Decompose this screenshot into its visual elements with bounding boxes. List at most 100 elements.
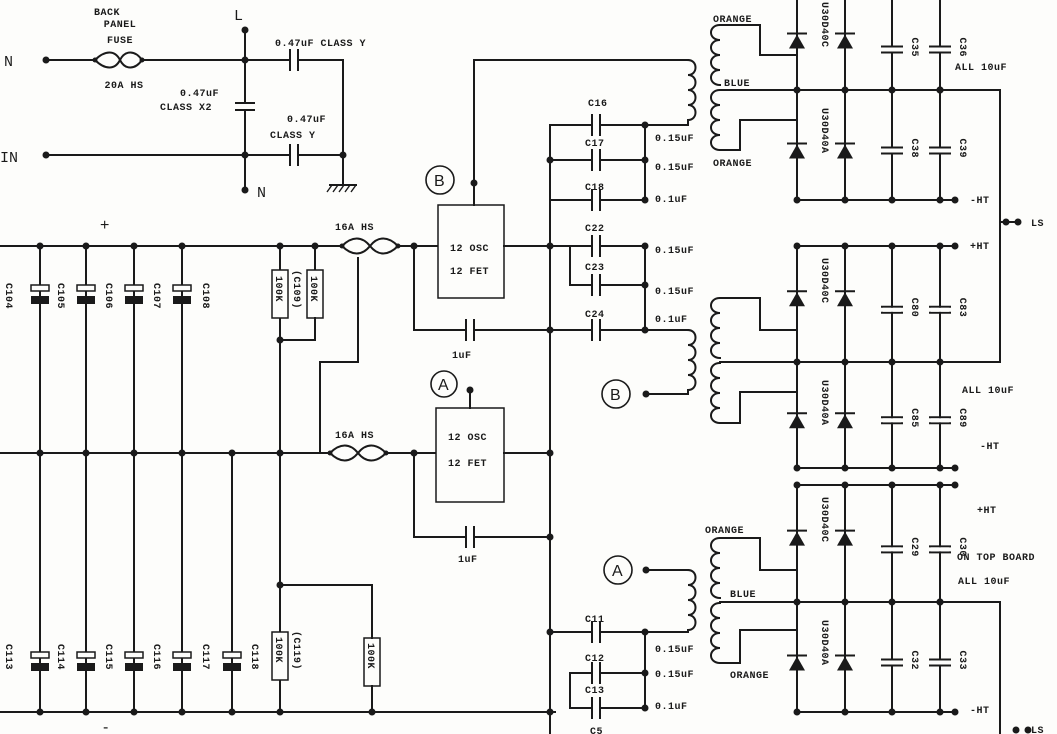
cap-label-c108: C108 [199,283,210,309]
marker-a-lower-label: A [612,563,623,580]
wire-orange-3: ORANGE [705,526,744,537]
back-panel-fuse-label-1: BACK [94,8,120,19]
output-cap-label-1-4: C39 [956,139,967,159]
cap-y-top-label: 0.47uF CLASS Y [275,39,366,50]
diode-3-c [789,656,805,671]
neutral-input-label: N [4,54,13,71]
diode-2-a [789,292,805,307]
cap-label-c114: C114 [54,644,65,670]
module-lower [435,407,505,503]
resistor-bottom-mid-label: (C119) [290,631,302,670]
output-cap-1-1 [883,47,901,52]
marker-b-lower [601,379,631,409]
diode-1-d [837,144,853,159]
marker-a-upper-label: A [438,377,449,394]
all-10uf-label-1: ALL 10uF [955,63,1007,74]
cap-y-bottom-class: CLASS Y [270,131,316,142]
cap-c23-value: 0.15uF [655,287,694,298]
resistor-top-a [271,269,289,319]
cap-x2-value: 0.47uF [180,89,219,100]
cap-c24-label: C24 [585,310,605,321]
wire-orange-2: ORANGE [713,159,752,170]
cap-label-c107: C107 [150,283,161,309]
fuse-lower-rating: 16A HS [335,431,374,442]
diode-label-lower-2: U30D40A [818,380,829,426]
diode-label-lower-3: U30D40A [818,620,829,666]
cap-c11-value: 0.15uF [655,645,694,656]
diode-label-upper-2: U30D40C [818,258,829,304]
resistor-bottom-b-label: 100K [364,643,375,669]
output-cap-label-3-3: C32 [908,651,919,671]
output-cap-label-1-3: C38 [908,139,919,159]
resistor-bottom-a [271,631,289,681]
output-cap-label-1-1: C35 [908,38,919,58]
cap-y-bottom-value: 0.47uF [287,115,326,126]
ls-label-2: LS [1031,726,1044,734]
minus-rail-label: - [103,719,108,734]
module-lower-line1: 12 OSC [448,433,487,444]
minus-ht-label-1: -HT [970,196,990,207]
cap-label-c118: C118 [248,644,259,670]
output-cap-label-2-4: C89 [956,408,967,428]
cap-c24-value: 0.1uF [655,315,688,326]
output-cap-label-3-2: C30 [956,537,967,557]
fuse-upper [340,237,400,255]
module-upper-line2: 12 FET [450,267,489,278]
back-panel-fuse [92,51,145,69]
resistor-top-b-label: 100K [307,276,318,302]
cap-c17-label: C17 [585,139,605,150]
fuse-lower [328,444,388,462]
all-10uf-label-2: ALL 10uF [962,386,1014,397]
output-cap-label-2-2: C83 [956,298,967,318]
cap-c23-label: C23 [585,263,605,274]
cap-c5-label: C5 [590,727,603,734]
output-cap-2-1 [883,307,901,312]
ls-label-1: LS [1031,219,1044,230]
output-cap-2-2 [931,307,949,312]
wire-blue-1: BLUE [724,79,750,90]
marker-a-lower [603,555,633,585]
mains-input-section: N IN L N BACK PANEL FUSE 20A HS 0.47uF C… [0,8,366,202]
back-panel-fuse-label-3: FUSE [107,36,133,47]
cap-c22-value: 0.15uF [655,246,694,257]
diode-label-lower-1: U30D40A [818,108,829,154]
diode-3-b [837,531,853,546]
output-labels: ALL 10uF ALL 10uF ALL 10uF ON TOP BOARD … [936,63,1044,734]
marker-b-upper [425,165,455,195]
fuse-upper-rating: 16A HS [335,223,374,234]
cap-c18-value: 0.1uF [655,195,688,206]
diode-1-c [789,144,805,159]
coupling-cap-upper-value: 1uF [452,351,472,362]
transformers: ORANGE BLUE ORANGE ORANGE BLUE ORANGE [686,15,1001,682]
marker-a-upper [430,370,458,398]
module-upper [437,204,505,299]
diode-3-a [789,531,805,546]
output-cap-label-2-3: C85 [908,408,919,428]
output-cap-label-1-2: C36 [956,38,967,58]
cap-c17-value: 0.15uF [655,163,694,174]
output-cap-2-3 [883,418,901,423]
cap-c16-label: C16 [588,99,608,110]
all-10uf-label-3: ALL 10uF [958,577,1010,588]
cap-c13-value: 0.1uF [655,702,688,713]
output-cap-3-2 [931,547,949,552]
plus-ht-label-2: +HT [977,506,997,517]
output-cap-2-4 [931,418,949,423]
wire-blue-2: BLUE [730,590,756,601]
cap-label-c105: C105 [54,283,65,309]
cap-c12-value: 0.15uF [655,670,694,681]
back-panel-fuse-rating: 20A HS [104,81,143,92]
cap-label-c117: C117 [199,644,210,670]
marker-b-lower-label: B [610,387,621,404]
on-top-board-label: ON TOP BOARD [957,553,1035,564]
module-upper-line1: 12 OSC [450,244,489,255]
cap-label-c106: C106 [102,283,113,309]
output-cap-label-3-4: C33 [956,651,967,671]
output-cap-1-3 [883,148,901,153]
output-cap-3-1 [883,547,901,552]
output-cap-1-2 [931,47,949,52]
diode-2-b [837,292,853,307]
diode-2-c [789,414,805,429]
cap-c18-label: C18 [585,183,605,194]
